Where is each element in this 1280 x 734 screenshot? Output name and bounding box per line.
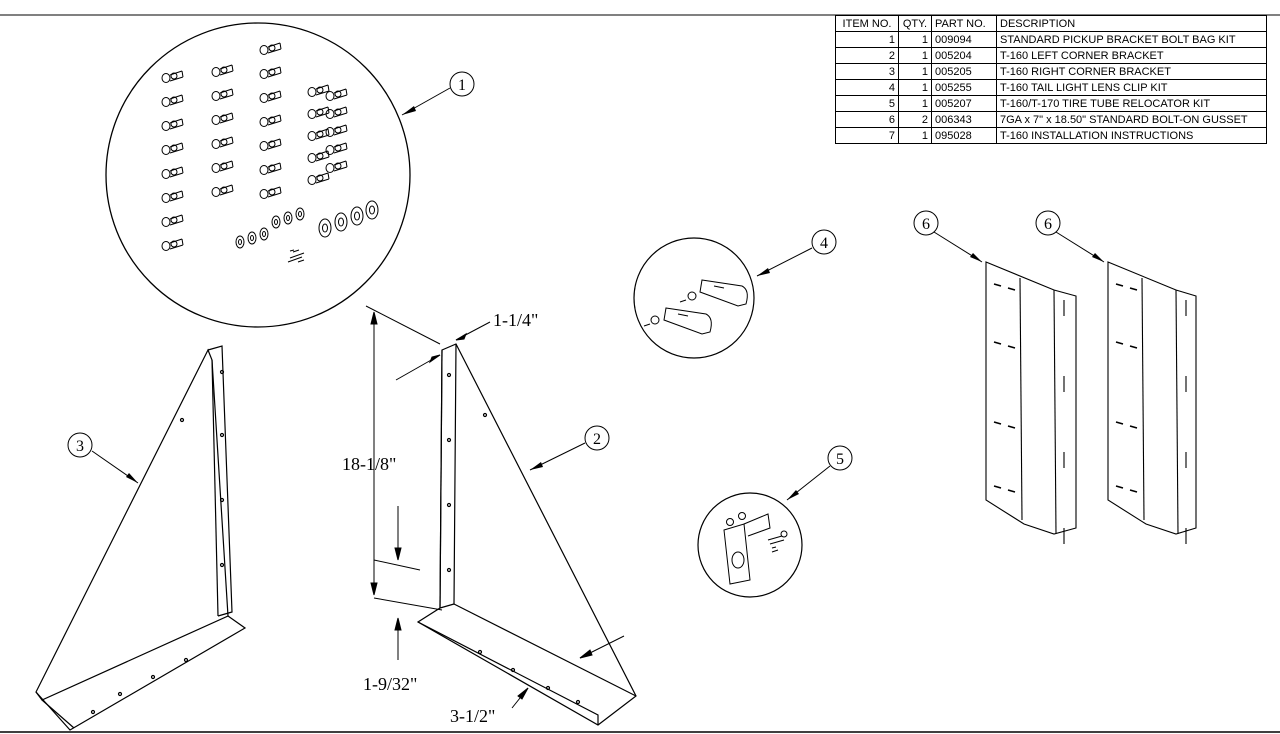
bom-desc: T-160/T-170 TIRE TUBE RELOCATOR KIT	[996, 95, 1267, 112]
dim-flange-width: 1-1/4"	[493, 310, 538, 330]
bom-header-qty: QTY.	[898, 15, 932, 32]
svg-text:4: 4	[820, 235, 828, 252]
balloon-4: 4	[756, 229, 837, 277]
svg-text:5: 5	[836, 451, 844, 468]
table-row: 6 2 006343 7GA x 7" x 18.50" STANDARD BO…	[835, 111, 1267, 128]
svg-text:6: 6	[1044, 216, 1052, 233]
bolt-bag-kit-view	[105, 22, 411, 328]
bom-part: 005204	[931, 47, 997, 64]
bom-part: 005255	[931, 79, 997, 96]
bom-part: 009094	[931, 31, 997, 48]
svg-text:1: 1	[458, 77, 466, 94]
balloon-3: 3	[67, 432, 139, 484]
svg-text:6: 6	[922, 216, 930, 233]
bill-of-materials-table: ITEM NO. QTY. PART NO. DESCRIPTION 1 1 0…	[835, 15, 1267, 144]
bom-qty: 1	[898, 95, 932, 112]
bom-part: 095028	[931, 127, 997, 144]
bom-part: 005205	[931, 63, 997, 80]
bom-qty: 1	[898, 79, 932, 96]
dim-height: 18-1/8"	[342, 454, 396, 474]
bom-qty: 1	[898, 63, 932, 80]
dim-base-width: 3-1/2"	[450, 706, 495, 726]
table-row: 1 1 009094 STANDARD PICKUP BRACKET BOLT …	[835, 31, 1267, 48]
svg-text:3: 3	[76, 438, 84, 455]
bom-item: 5	[835, 95, 899, 112]
gusset-a	[985, 261, 1077, 544]
bom-qty: 2	[898, 111, 932, 128]
bom-item: 2	[835, 47, 899, 64]
bom-item: 3	[835, 63, 899, 80]
bom-header-row: ITEM NO. QTY. PART NO. DESCRIPTION	[835, 15, 1267, 32]
bom-desc: T-160 LEFT CORNER BRACKET	[996, 47, 1267, 64]
bom-header-part: PART NO.	[931, 15, 997, 32]
left-corner-bracket	[416, 343, 637, 726]
balloon-6a: 6	[913, 210, 983, 263]
bom-desc: T-160 INSTALLATION INSTRUCTIONS	[996, 127, 1267, 144]
bom-qty: 1	[898, 31, 932, 48]
svg-text:2: 2	[593, 431, 601, 448]
bom-desc: T-160 RIGHT CORNER BRACKET	[996, 63, 1267, 80]
dimension-lines	[365, 305, 625, 709]
dim-base-height: 1-9/32"	[363, 674, 417, 694]
bom-item: 4	[835, 79, 899, 96]
bom-header-item: ITEM NO.	[835, 15, 899, 32]
table-row: 2 1 005204 T-160 LEFT CORNER BRACKET	[835, 47, 1267, 64]
balloon-5: 5	[786, 445, 853, 501]
bom-desc: T-160 TAIL LIGHT LENS CLIP KIT	[996, 79, 1267, 96]
table-row: 3 1 005205 T-160 RIGHT CORNER BRACKET	[835, 63, 1267, 80]
bom-qty: 1	[898, 127, 932, 144]
table-row: 5 1 005207 T-160/T-170 TIRE TUBE RELOCAT…	[835, 95, 1267, 112]
bom-item: 7	[835, 127, 899, 144]
bom-qty: 1	[898, 47, 932, 64]
gusset-b	[1107, 261, 1197, 544]
table-row: 4 1 005255 T-160 TAIL LIGHT LENS CLIP KI…	[835, 79, 1267, 96]
right-corner-bracket	[35, 345, 247, 731]
lens-clip-kit-view	[633, 237, 755, 359]
bom-part: 005207	[931, 95, 997, 112]
balloon-1: 1	[401, 71, 475, 116]
bom-header-description: DESCRIPTION	[996, 15, 1267, 32]
balloon-2: 2	[529, 425, 610, 471]
table-row: 7 1 095028 T-160 INSTALLATION INSTRUCTIO…	[835, 127, 1267, 144]
bom-desc: 7GA x 7" x 18.50" STANDARD BOLT-ON GUSSE…	[996, 111, 1267, 128]
bom-desc: STANDARD PICKUP BRACKET BOLT BAG KIT	[996, 31, 1267, 48]
bom-part: 006343	[931, 111, 997, 128]
bom-item: 6	[835, 111, 899, 128]
tube-relocator-kit-view	[697, 492, 803, 598]
balloon-6b: 6	[1035, 210, 1105, 263]
bom-item: 1	[835, 31, 899, 48]
